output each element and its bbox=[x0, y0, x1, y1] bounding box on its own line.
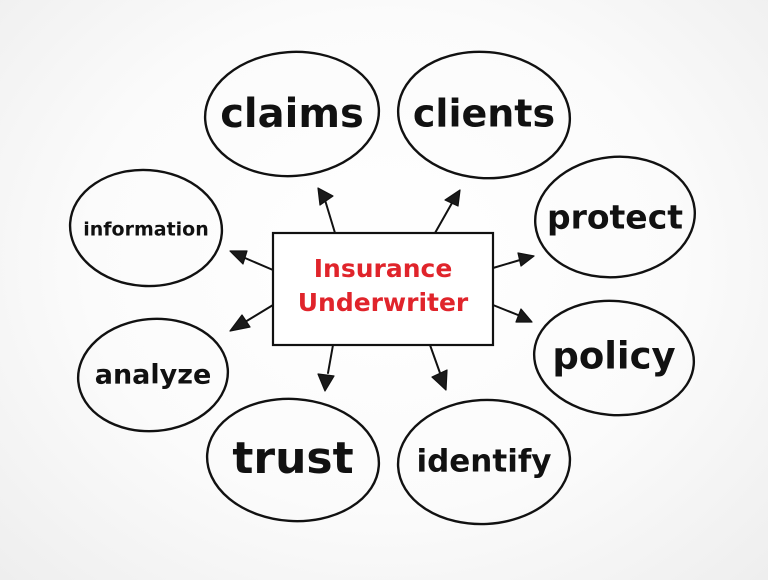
node-trust-label: trust bbox=[232, 433, 353, 484]
arrow-claims bbox=[317, 187, 336, 234]
node-identify: identify bbox=[396, 398, 572, 526]
node-analyze-label: analyze bbox=[95, 360, 212, 391]
node-policy-label: policy bbox=[552, 335, 675, 378]
node-identify-label: identify bbox=[416, 444, 551, 480]
node-policy: policy bbox=[532, 299, 696, 417]
center-title-line1: Insurance bbox=[314, 254, 453, 283]
node-protect-label: protect bbox=[547, 198, 683, 237]
node-protect: protect bbox=[533, 155, 697, 279]
node-clients: clients bbox=[396, 50, 572, 180]
node-information: information bbox=[68, 168, 224, 288]
arrow-analyze bbox=[229, 304, 274, 332]
node-information-label: information bbox=[83, 219, 209, 241]
arrow-protect bbox=[492, 252, 535, 269]
node-claims: claims bbox=[203, 50, 381, 178]
center-title-line2: Underwriter bbox=[298, 288, 469, 317]
node-trust: trust bbox=[205, 397, 381, 523]
arrow-clients bbox=[434, 189, 461, 234]
node-claims-label: claims bbox=[220, 91, 364, 137]
node-clients-label: clients bbox=[413, 92, 555, 136]
arrow-trust bbox=[317, 344, 335, 392]
arrow-policy bbox=[492, 304, 533, 323]
arrow-identify bbox=[429, 344, 448, 391]
node-analyze: analyze bbox=[76, 317, 230, 433]
arrow-information bbox=[229, 250, 274, 271]
center-node: Insurance Underwriter bbox=[271, 231, 495, 347]
